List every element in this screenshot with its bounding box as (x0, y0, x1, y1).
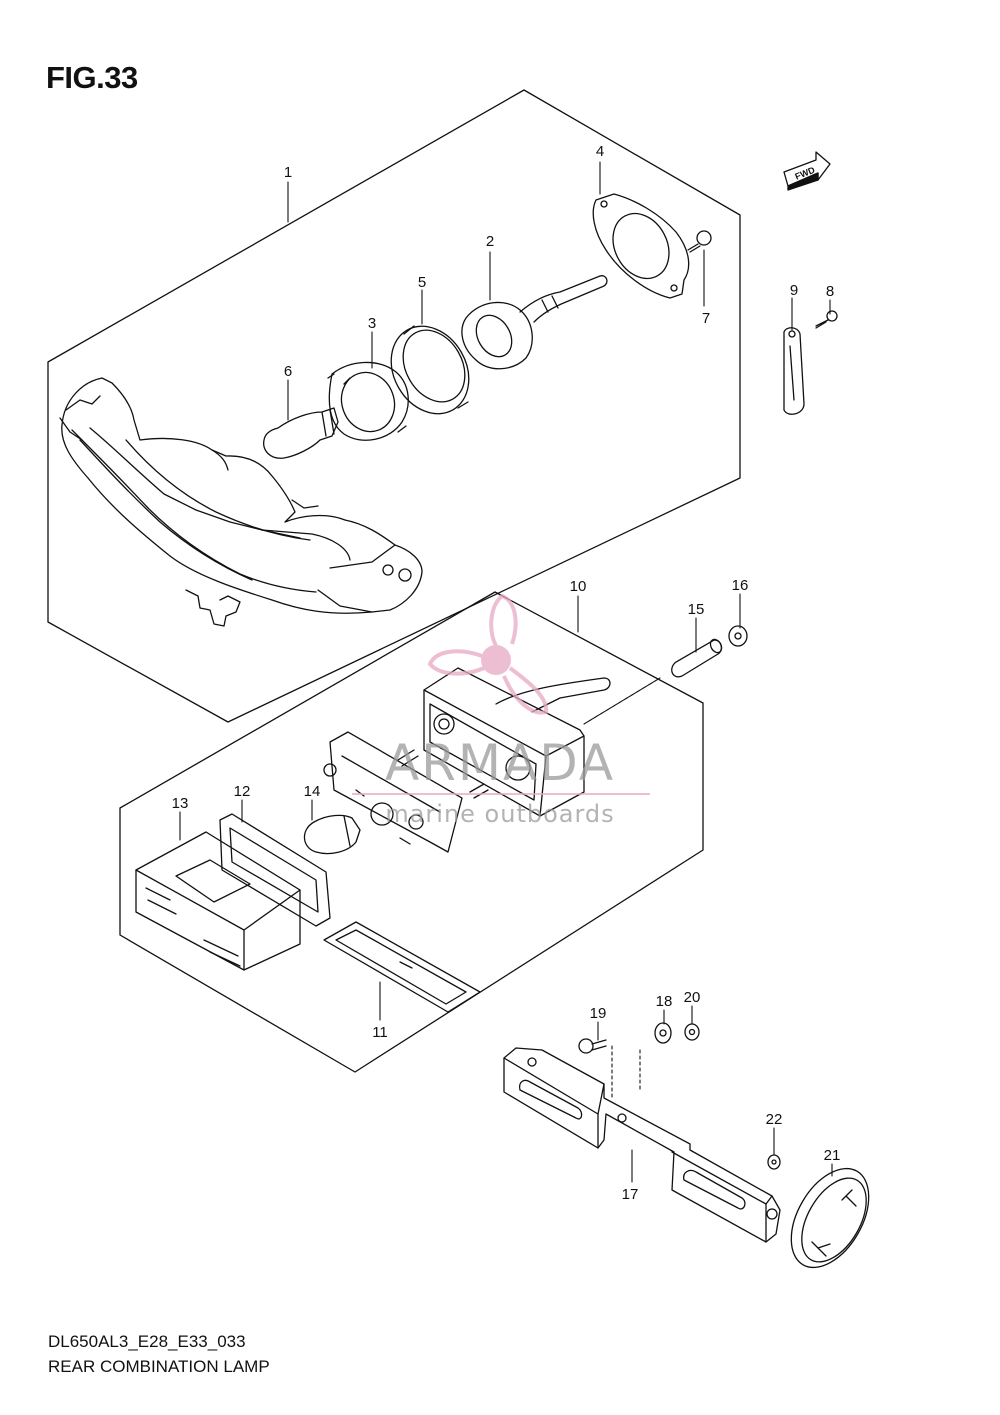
washer-18 (654, 1022, 672, 1044)
leader-lines (179, 161, 833, 1183)
callout-14: 14 (304, 783, 321, 800)
bolt-19 (578, 1038, 607, 1054)
socket-ring-3 (327, 361, 409, 441)
fwd-arrow-icon (783, 151, 831, 191)
callout-12: 12 (234, 783, 251, 800)
callout-9: 9 (790, 282, 798, 299)
drawing-code: DL650AL3_E28_E33_033 (48, 1332, 246, 1351)
callout-4: 4 (596, 143, 604, 160)
reflector-21 (790, 1167, 870, 1269)
callout-2: 2 (486, 233, 494, 250)
callout-labels: 1 2 3 4 5 6 7 8 9 10 11 12 13 14 15 16 1… (172, 143, 841, 1203)
watermark-brand: ARMADA (385, 734, 615, 792)
figure-title: FIG.33 (46, 60, 138, 95)
watermark: ARMADA marine outboards (352, 593, 650, 828)
callout-22: 22 (766, 1111, 783, 1128)
bulb-14 (303, 814, 361, 855)
callout-13: 13 (172, 795, 189, 812)
callout-3: 3 (368, 315, 376, 332)
spacer-15 (671, 638, 723, 678)
tail-lamp-housing (59, 377, 423, 627)
plate-11 (323, 921, 481, 1013)
bracket-17 (503, 1047, 781, 1243)
callout-8: 8 (826, 283, 834, 300)
screw-8 (815, 310, 838, 329)
callout-5: 5 (418, 274, 426, 291)
screw-7 (687, 230, 712, 253)
license-socket-plate (323, 731, 489, 853)
nut-22 (767, 1154, 781, 1170)
nut-20 (684, 1023, 700, 1041)
strip-bracket-9 (783, 327, 805, 415)
callout-6: 6 (284, 363, 292, 380)
callout-10: 10 (570, 578, 587, 595)
lens-13 (135, 831, 301, 971)
callout-20: 20 (684, 989, 701, 1006)
callout-7: 7 (702, 310, 710, 327)
watermark-tagline: marine outboards (385, 800, 614, 828)
bulb-6 (263, 407, 339, 459)
gasket-12 (219, 813, 331, 927)
propeller-logo-icon (427, 593, 549, 715)
figure-caption: REAR COMBINATION LAMP (48, 1357, 270, 1376)
assembly-frame-1 (47, 89, 741, 723)
callout-1: 1 (284, 164, 292, 181)
gasket-4 (592, 193, 690, 299)
callout-11: 11 (372, 1024, 388, 1041)
callout-18: 18 (656, 993, 673, 1010)
callout-16: 16 (732, 577, 749, 594)
license-lamp-housing-10 (423, 667, 611, 817)
callout-21: 21 (824, 1147, 841, 1164)
nut-16 (728, 625, 748, 647)
assembly-frame-10 (119, 591, 704, 1073)
socket-2 (461, 275, 608, 370)
collar-ring-5 (390, 325, 470, 415)
callout-19: 19 (590, 1005, 607, 1022)
callout-15: 15 (688, 601, 705, 618)
callout-17: 17 (622, 1186, 639, 1203)
